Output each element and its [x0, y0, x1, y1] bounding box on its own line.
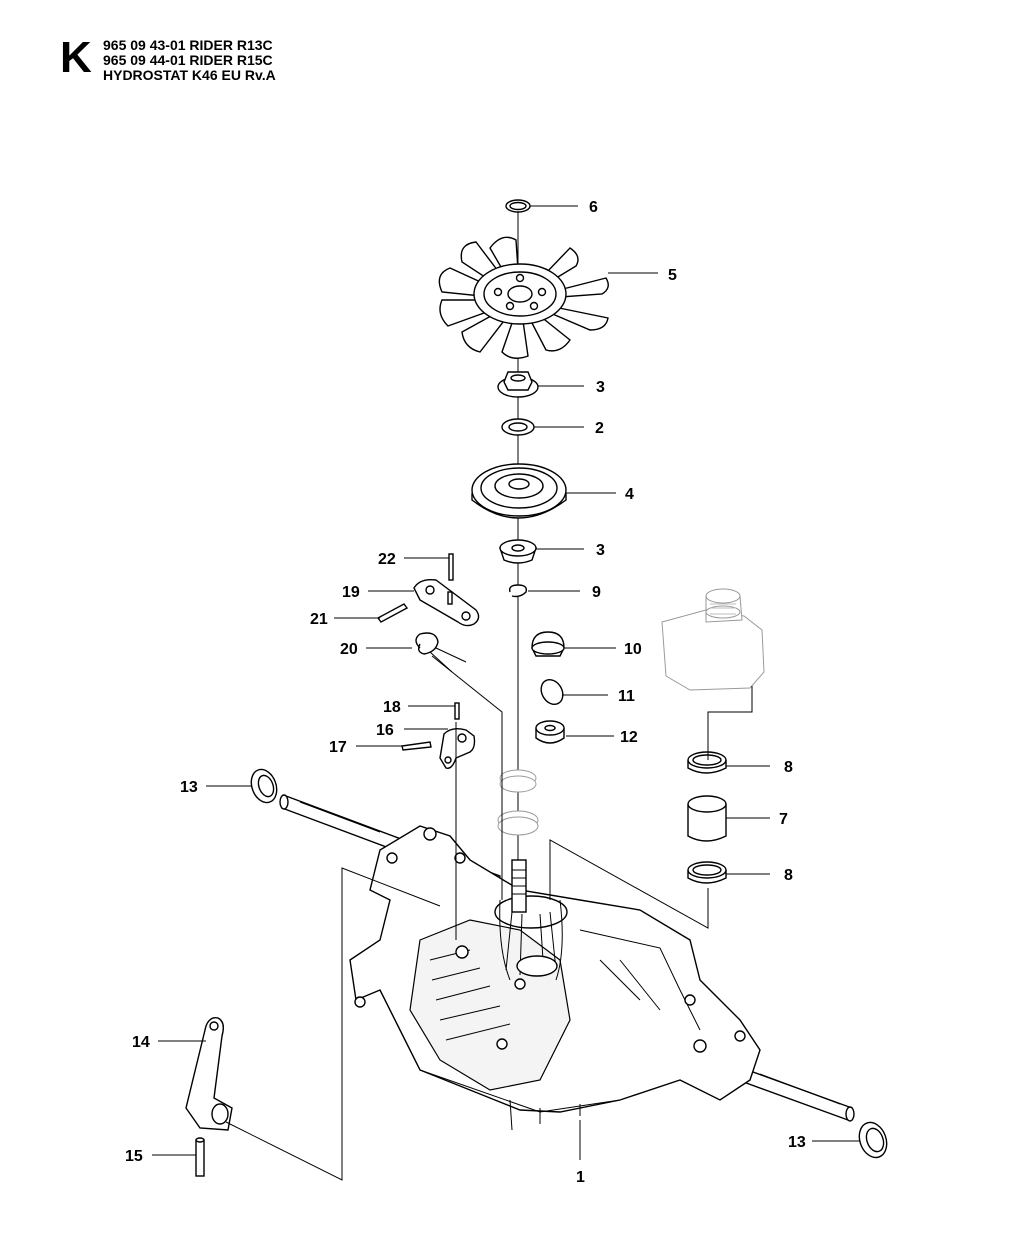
part-4-pulley [471, 463, 567, 519]
part-17-pin [401, 741, 432, 751]
callout-12: 12 [620, 729, 638, 746]
part-8-clamp-upper [687, 751, 727, 774]
shaft-bearings [497, 769, 539, 836]
part-13-seal-left [250, 768, 278, 804]
callout-9: 9 [592, 584, 601, 601]
callout-3-lower: 3 [596, 542, 605, 559]
callout-8-lower: 8 [784, 867, 793, 884]
callout-11: 11 [618, 688, 635, 705]
callout-13-left: 13 [180, 779, 198, 796]
part-16-arm [439, 727, 476, 769]
part-3-nut-upper [497, 371, 539, 398]
part-2-washer [501, 418, 535, 436]
part-14-lever-arm [185, 1016, 233, 1131]
callout-22: 22 [378, 551, 396, 568]
part-6-ring [505, 199, 531, 213]
assembly-line: HYDROSTAT K46 EU Rv.A [103, 67, 276, 83]
part-20-spring [415, 632, 467, 673]
callout-4: 4 [625, 486, 634, 503]
assembly-lines [225, 655, 753, 1181]
part-19-lever [413, 578, 480, 627]
callout-7: 7 [779, 811, 788, 828]
callout-17: 17 [329, 739, 347, 756]
oil-reservoir [661, 588, 765, 691]
part-3-collar-lower [499, 539, 537, 564]
part-10-cap [531, 631, 565, 657]
callout-16: 16 [376, 722, 394, 739]
part-21-pin [376, 603, 409, 623]
part-11-disc [540, 678, 564, 706]
part-1-transaxle-housing [349, 825, 761, 1131]
callout-15: 15 [125, 1148, 143, 1165]
part-5-fan [438, 236, 609, 359]
part-13-seal-right [858, 1121, 888, 1159]
part-8-clamp-lower [687, 861, 727, 884]
callout-labels: 6 5 3 2 4 3 22 19 9 21 20 10 11 18 16 12… [125, 199, 806, 1186]
part-22-pin [448, 553, 454, 581]
part-15-pin [195, 1137, 205, 1177]
part-18-pin [454, 702, 460, 720]
callout-8-upper: 8 [784, 759, 793, 776]
model-line-2: 965 09 44-01 RIDER R15C [103, 52, 273, 68]
callout-13-right: 13 [788, 1134, 806, 1151]
callout-21: 21 [310, 611, 328, 628]
callout-6: 6 [589, 199, 598, 216]
callout-1: 1 [576, 1169, 585, 1186]
header-text: 965 09 43-01 RIDER R13C 965 09 44-01 RID… [103, 38, 276, 83]
leader-lines [152, 205, 860, 1160]
part-12-ring [535, 720, 565, 744]
callout-5: 5 [668, 267, 677, 284]
callout-19: 19 [342, 584, 360, 601]
callout-10: 10 [624, 641, 642, 658]
callout-20: 20 [340, 641, 358, 658]
model-line-1: 965 09 43-01 RIDER R13C [103, 37, 273, 53]
callout-3-upper: 3 [596, 379, 605, 396]
callout-2: 2 [595, 420, 604, 437]
section-letter: K [60, 33, 92, 82]
callout-14: 14 [132, 1034, 150, 1051]
part-7-hose [687, 795, 727, 842]
part-9-clip [508, 584, 528, 598]
callout-18: 18 [383, 699, 401, 716]
